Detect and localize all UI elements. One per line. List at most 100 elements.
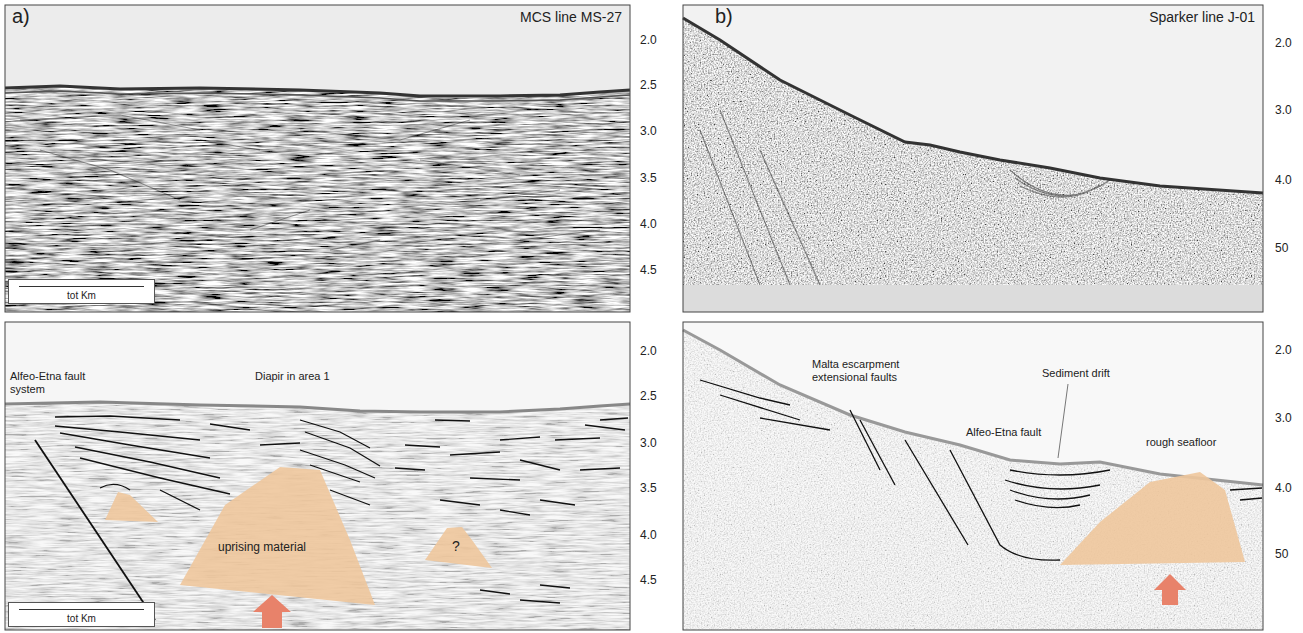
- axis-tick-label: 4.0: [640, 218, 657, 232]
- seafloor: [5, 402, 630, 412]
- label-text: Alfeo-Etna fault: [966, 426, 1041, 438]
- diapir-shape: ?: [425, 527, 492, 568]
- label-text: 4.0: [1275, 481, 1292, 495]
- annotation-label: Sparker line J-01: [1149, 9, 1255, 25]
- diapir-label: uprising material: [218, 540, 306, 554]
- label-text: 4.0: [640, 528, 657, 542]
- label-text: 3.5: [640, 171, 657, 185]
- axis-tick-label: 3.0: [1275, 412, 1292, 426]
- label-text: Malta escarpment extensional faults: [812, 358, 899, 383]
- label-text: 3.0: [1275, 103, 1292, 117]
- label-text: 2.0: [640, 33, 657, 47]
- seafloor: [5, 86, 630, 96]
- label-text: 2.0: [1275, 343, 1292, 357]
- label-text: 50: [1275, 547, 1288, 561]
- label-text: rough seafloor: [1146, 436, 1216, 448]
- panel-frame: [683, 5, 1263, 312]
- annotation-label: rough seafloor: [1146, 436, 1216, 449]
- label-text: 4.0: [640, 217, 657, 231]
- panel-frame: [683, 322, 1263, 630]
- label-text: 3.0: [1275, 411, 1292, 425]
- seismic-noise: [5, 80, 630, 312]
- water-column: [5, 5, 630, 312]
- axis-tick-label: 3.5: [640, 172, 657, 186]
- diapir-label: ?: [452, 538, 460, 554]
- axis-tick-label: 3.0: [1275, 104, 1292, 118]
- label-text: b): [715, 5, 733, 27]
- axis-tick-label: 4.0: [1275, 482, 1292, 496]
- scale-bar: [19, 609, 144, 610]
- axis-tick-label: 2.0: [640, 34, 657, 48]
- axis-tick-label: 4.5: [640, 264, 657, 278]
- diapir-fill: [425, 527, 492, 568]
- label-text: 2.5: [640, 389, 657, 403]
- diapir-shape: [105, 492, 158, 522]
- diapir-fill: [180, 467, 375, 605]
- scale-bar-box: tot Km: [8, 602, 155, 627]
- axis-tick-label: 3.0: [640, 125, 657, 139]
- label-text: 2.0: [640, 344, 657, 358]
- label-text: 4.5: [640, 263, 657, 277]
- bottom-band: [683, 285, 1263, 312]
- interpreted-faults: [700, 380, 1262, 560]
- axis-tick-label: 50: [1275, 242, 1288, 256]
- label-text: 50: [1275, 241, 1288, 255]
- scale-label: tot Km: [9, 613, 154, 624]
- label-text: Diapir in area 1: [255, 370, 330, 382]
- diapir-outline: [180, 465, 375, 605]
- seafloor: [683, 330, 1263, 485]
- water-column: [683, 322, 1263, 630]
- uplift-arrow: [253, 595, 291, 628]
- axis-tick-label: 4.0: [640, 529, 657, 543]
- annotation-label: MCS line MS-27: [520, 9, 622, 25]
- scale-bar: [19, 286, 144, 287]
- panel-frame: [5, 5, 630, 312]
- diapir-shape: uprising material: [180, 465, 375, 605]
- reflectors: [700, 110, 1110, 285]
- annotation-label: Alfeo-Etna fault system: [10, 370, 92, 395]
- label-text: Sediment drift: [1042, 367, 1110, 379]
- label-text: 3.0: [640, 436, 657, 450]
- label-text: 3.0: [640, 124, 657, 138]
- panel-frame: [5, 322, 630, 630]
- seismic-noise: [683, 15, 1263, 290]
- label-text: 2.0: [1275, 36, 1292, 50]
- axis-tick-label: 2.0: [1275, 37, 1292, 51]
- label-text: 2.5: [640, 78, 657, 92]
- annotation-label: Sediment drift: [1042, 367, 1110, 380]
- water-column: [683, 5, 1263, 312]
- seafloor: [683, 18, 1263, 193]
- axis-tick-label: 3.5: [640, 482, 657, 496]
- fault-line: [35, 440, 155, 620]
- seismic-noise: [5, 400, 630, 630]
- axis-tick-label: 2.5: [640, 390, 657, 404]
- label-text: 4.5: [640, 573, 657, 587]
- label-text: Sparker line J-01: [1149, 9, 1255, 25]
- scale-label: tot Km: [9, 290, 154, 301]
- axis-tick-label: 3.0: [640, 437, 657, 451]
- axis-tick-label: 2.5: [640, 79, 657, 93]
- seafloor: [5, 91, 630, 101]
- label-text: 4.0: [1275, 173, 1292, 187]
- axis-tick-label: 2.0: [1275, 344, 1292, 358]
- scale-bar-box: tot Km: [8, 279, 155, 304]
- axis-tick-label: 50: [1275, 548, 1288, 562]
- annotation-label: a): [12, 5, 30, 28]
- axis-tick-label: 2.0: [640, 345, 657, 359]
- diapir-shape: [1060, 472, 1245, 565]
- axis-tick-label: 4.5: [640, 574, 657, 588]
- annotation-label: Malta escarpment extensional faults: [812, 358, 924, 383]
- uplift-arrow: [1154, 574, 1186, 605]
- label-text: a): [12, 5, 30, 27]
- axis-tick-label: 4.0: [1275, 174, 1292, 188]
- label-text: 3.5: [640, 481, 657, 495]
- leader-line: [1058, 384, 1068, 458]
- label-text: MCS line MS-27: [520, 9, 622, 25]
- annotation-label: b): [715, 5, 733, 28]
- annotation-label: Diapir in area 1: [255, 370, 330, 383]
- reflectors: [20, 115, 600, 250]
- water-column: [5, 322, 630, 630]
- annotation-label: Alfeo-Etna fault: [966, 426, 1041, 439]
- label-text: Alfeo-Etna fault system: [10, 370, 85, 395]
